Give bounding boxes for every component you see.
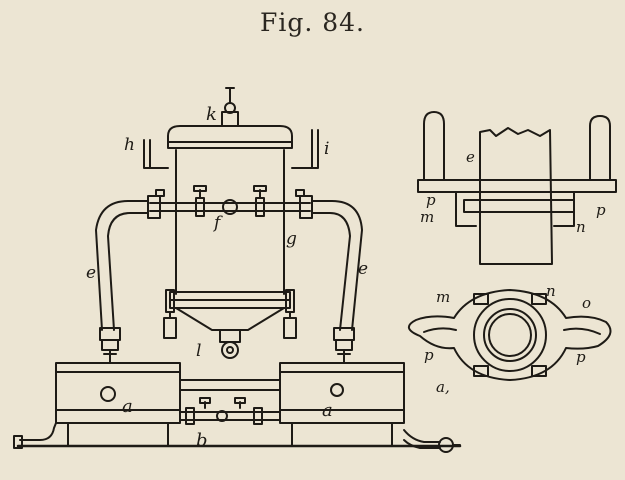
detail-bottom <box>408 289 612 381</box>
detail-label-p-right: p <box>596 201 606 219</box>
label-i: i <box>324 139 329 159</box>
label-k: k <box>206 104 217 125</box>
main-apparatus <box>13 87 462 453</box>
right-tube-e <box>311 200 363 364</box>
top-manifold <box>147 185 313 219</box>
detail-label-m: m <box>420 208 434 226</box>
vent-i <box>291 129 313 169</box>
detail-label-o: o <box>582 294 591 312</box>
label-b: b <box>196 430 208 451</box>
detail-label-e: e <box>466 148 475 166</box>
detail-label-p-bottom-left: p <box>424 346 434 364</box>
label-e-left: e <box>86 263 96 283</box>
label-f: f <box>212 213 223 233</box>
vent-h <box>149 139 169 169</box>
detail-top <box>417 111 617 265</box>
lower-pipe-b <box>179 397 281 425</box>
label-h: h <box>124 135 135 155</box>
label-l: l <box>196 341 201 361</box>
detail-label-m-bottom: m <box>436 288 450 306</box>
figure-caption: Fig. 84. <box>260 8 365 37</box>
left-stove <box>13 362 181 449</box>
label-e-right: e <box>358 259 368 279</box>
central-cylinder <box>163 87 297 359</box>
right-stove <box>279 362 461 453</box>
label-a-right: a <box>322 400 333 421</box>
detail-label-n-bottom: n <box>546 282 556 300</box>
detail-label-n: n <box>576 218 586 236</box>
detail-label-p-left: p <box>426 191 436 209</box>
detail-label-a1: a, <box>436 378 450 396</box>
detail-label-p-bottom-right: p <box>576 348 586 366</box>
left-tube-e <box>95 200 149 364</box>
label-g: g <box>286 229 297 249</box>
label-a-left: a <box>122 396 133 417</box>
labels: k h i f g e e l a a b e p m p n m n o p … <box>86 104 606 451</box>
